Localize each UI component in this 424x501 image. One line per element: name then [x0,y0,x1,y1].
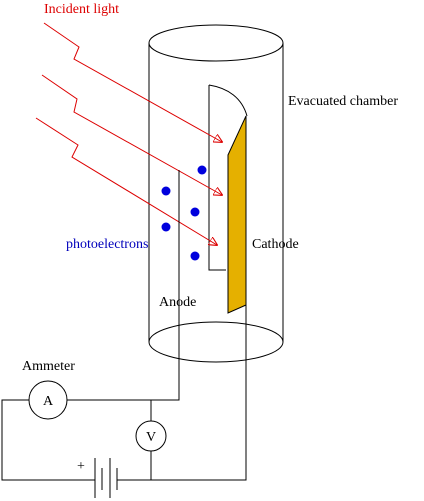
left-loop-wire [1,399,95,481]
circuit-wiring [1,170,247,481]
cathode-label: Cathode [252,237,299,252]
ammeter-symbol: A [43,394,54,409]
evacuated-chamber-label: Evacuated chamber [288,94,398,109]
evacuated-chamber [148,24,284,363]
voltmeter-symbol: V [146,430,156,445]
ammeter-label: Ammeter [22,359,75,374]
photoelectron-dots [161,165,207,261]
photoelectron [161,222,171,232]
chamber-bottom-rim [148,321,284,363]
anode-lead-wire [67,170,180,401]
light-ray [35,117,217,245]
anode-collector [208,84,248,271]
photoelectron [190,251,200,261]
photoelectron [161,186,171,196]
photoelectrons-label: photoelectrons [66,237,148,252]
light-ray [43,22,222,142]
voltmeter-circle [135,420,167,452]
incident-light-rays [35,22,222,245]
ammeter-circle [28,380,68,420]
incident-light-label: Incident light [44,2,119,17]
battery-plus-sign: + [77,459,85,474]
light-ray [41,74,222,195]
cathode-lead-wire [117,300,247,481]
photoelectron [190,207,200,217]
chamber-top-rim [148,24,284,62]
cathode-plate [227,115,247,314]
photoelectron [197,165,207,175]
battery [94,458,118,498]
anode-label: Anode [159,295,196,310]
